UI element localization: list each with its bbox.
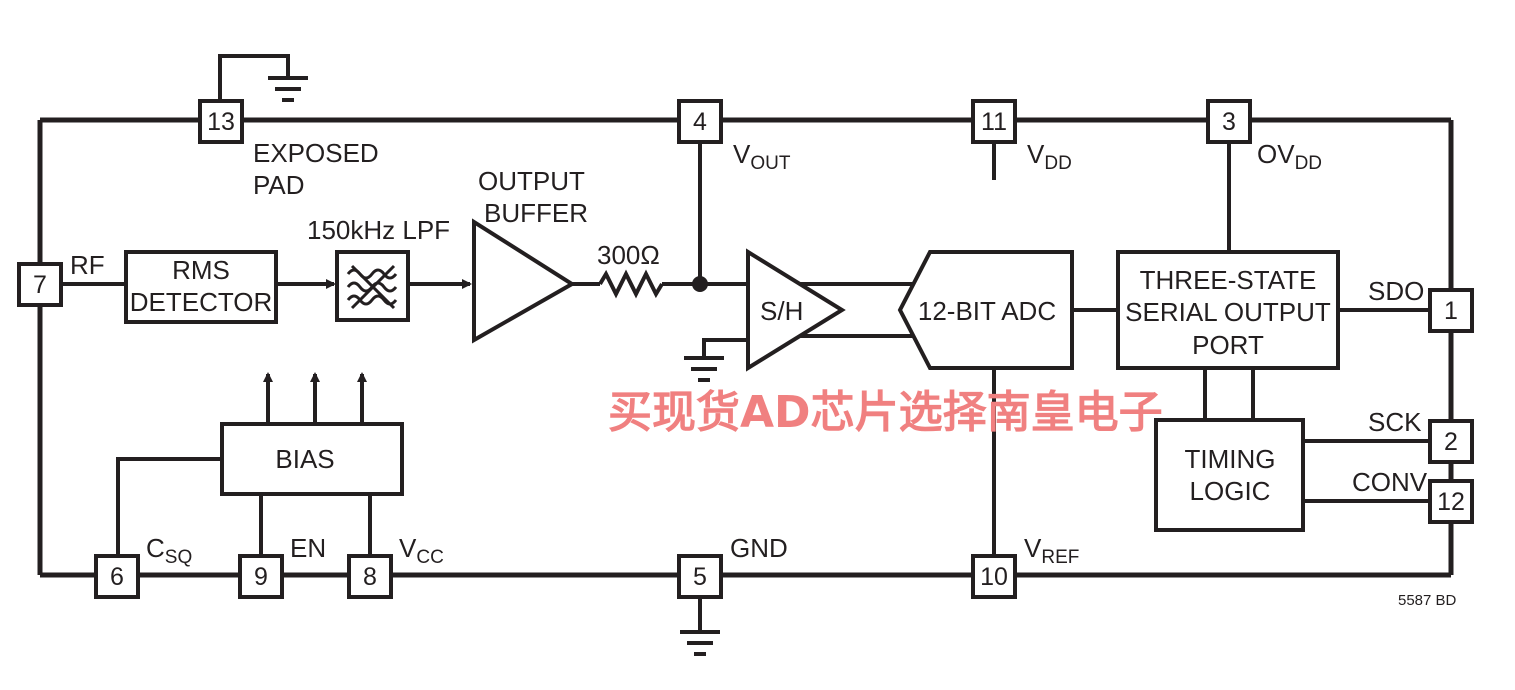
exposed-pad-ground (218, 54, 308, 102)
lpf-filter-icon (346, 264, 398, 310)
rf-label: RF (70, 250, 105, 280)
buffer-label-2: BUFFER (484, 198, 588, 228)
conv-label: CONV (1352, 467, 1428, 497)
bias-block (220, 422, 404, 496)
pin-2-number: 2 (1444, 428, 1458, 456)
adc-label: 12-BIT ADC (918, 296, 1056, 326)
pin-2: 2 (1428, 419, 1474, 464)
adc-block (897, 250, 1074, 370)
csq-label: CSQ (146, 533, 192, 568)
pin-10-number: 10 (980, 563, 1008, 591)
sdo-label: SDO (1368, 276, 1424, 306)
watermark-text: 买现货AD芯片选择南皇电子 (608, 387, 1163, 438)
pin-5-number: 5 (693, 563, 707, 591)
pin-11: 11 (971, 99, 1017, 144)
rms-detector-block (124, 250, 278, 324)
pin-7: 7 (17, 262, 63, 307)
pin-4-number: 4 (693, 108, 707, 136)
bias-label: BIAS (275, 444, 334, 474)
pin-8: 8 (347, 554, 393, 599)
csq-wire (116, 457, 222, 556)
timing-label-1: TIMING (1185, 444, 1276, 474)
sck-label: SCK (1368, 407, 1422, 437)
buffer-label-1: OUTPUT (478, 166, 585, 196)
pin-4: 4 (677, 99, 723, 144)
gnd-label: GND (730, 533, 788, 563)
vdd-label: VDD (1027, 139, 1072, 174)
pin-11-number: 11 (981, 108, 1007, 136)
sample-hold-amplifier (746, 248, 846, 372)
serial-output-port-block (1116, 250, 1340, 370)
vout-label: VOUT (733, 139, 791, 174)
pin-13: 13 (198, 99, 244, 144)
sh-ground (684, 338, 748, 382)
pin-13-number: 13 (207, 108, 235, 136)
port-label-1: THREE-STATE (1140, 265, 1317, 295)
timing-logic-block (1154, 418, 1305, 532)
port-label-3: PORT (1192, 330, 1264, 360)
document-code: 5587 BD (1398, 592, 1457, 609)
vcc-label: VCC (399, 533, 444, 568)
sh-label: S/H (760, 296, 803, 326)
resistor-300-ohm (598, 269, 664, 299)
output-buffer-amplifier (472, 218, 576, 344)
pin-7-number: 7 (33, 271, 47, 299)
lpf-label: 150kHz LPF (307, 215, 450, 245)
pin-3: 3 (1206, 99, 1252, 144)
pin-5: 5 (677, 554, 723, 599)
resistor-label: 300Ω (597, 240, 660, 270)
vref-label: VREF (1024, 533, 1079, 568)
pin-1-number: 1 (1444, 297, 1458, 325)
pin-8-number: 8 (363, 563, 377, 591)
en-label: EN (290, 533, 326, 563)
pin-10: 10 (971, 554, 1017, 599)
pin-12-number: 12 (1437, 488, 1465, 516)
pin-3-number: 3 (1222, 108, 1236, 136)
rms-detector-label-2: DETECTOR (130, 287, 273, 317)
rms-detector-label-1: RMS (172, 255, 230, 285)
pin-9: 9 (238, 554, 284, 599)
ovdd-label: OVDD (1257, 139, 1322, 174)
timing-label-2: LOGIC (1190, 476, 1271, 506)
exposed-pad-label-2: PAD (253, 170, 305, 200)
pin-6: 6 (94, 554, 140, 599)
pin-1: 1 (1428, 288, 1474, 333)
pin-12: 12 (1428, 479, 1474, 524)
exposed-pad-label-1: EXPOSED (253, 138, 379, 168)
port-label-2: SERIAL OUTPUT (1125, 297, 1331, 327)
pin-6-number: 6 (110, 563, 124, 591)
pin-9-number: 9 (254, 563, 268, 591)
junction-node (692, 276, 708, 292)
gnd-ground-symbol (680, 597, 720, 656)
